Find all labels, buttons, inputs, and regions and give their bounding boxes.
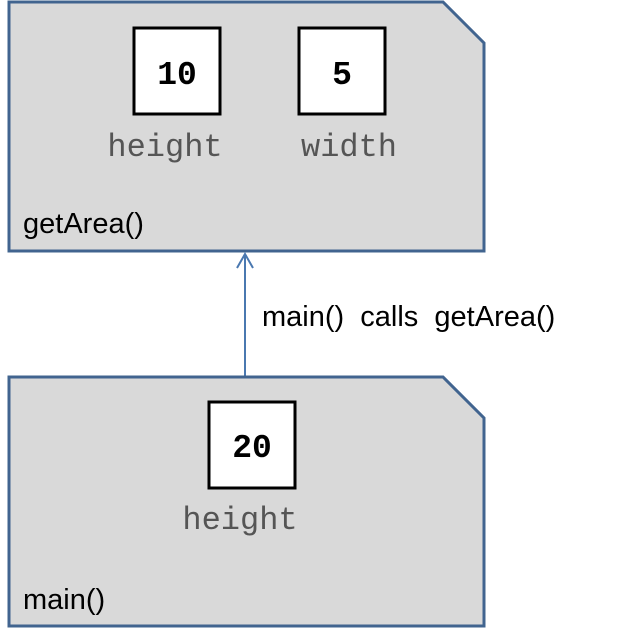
frame-shape-main [7,375,486,628]
variable-box [132,26,222,116]
variable-getarea-height: 10 height [107,26,223,166]
variable-name: width [301,129,397,166]
variable-value: 5 [332,57,352,94]
arrow-head [236,251,254,269]
variable-box [207,400,297,490]
frame-label-main: main() [23,584,105,616]
stack-frame-main: 20 height main() [7,375,486,628]
call-arrow [236,251,254,377]
variable-value: 20 [232,430,272,467]
variable-box [297,26,387,116]
call-label: main() calls getArea() [262,301,555,333]
variable-name: height [107,129,222,166]
frame-label-getarea: getArea() [23,208,144,240]
stack-frame-getarea: 10 height 5 width getArea() [7,0,486,253]
variable-main-height: 20 height [182,400,298,539]
variable-name: height [182,502,297,539]
variable-getarea-width: 5 width [297,26,397,166]
variable-value: 10 [157,57,197,94]
